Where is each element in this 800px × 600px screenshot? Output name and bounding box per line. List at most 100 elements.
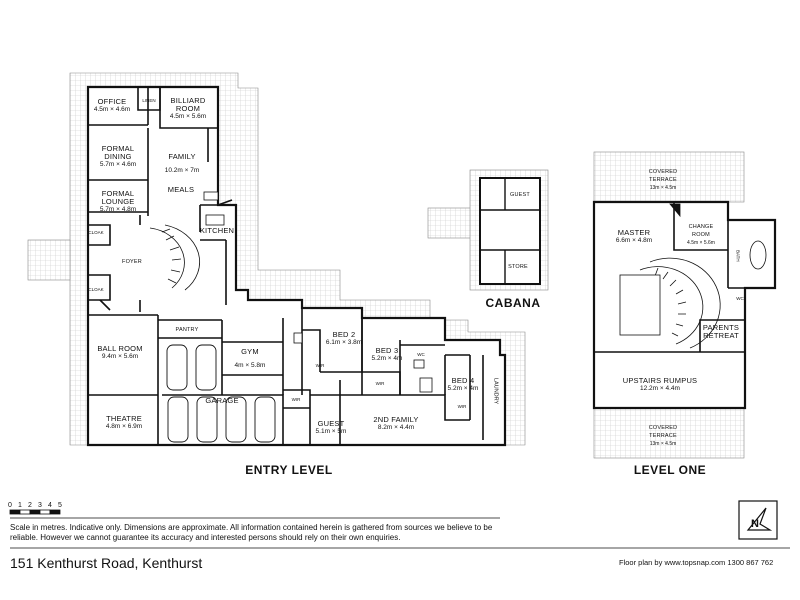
level-one-fixtures bbox=[669, 203, 767, 270]
level-one-staircase bbox=[619, 257, 721, 349]
room-cloak-top: CLOAK bbox=[88, 230, 103, 235]
footer-rules bbox=[10, 517, 790, 549]
room-name: COVERED bbox=[648, 425, 678, 431]
room-covered-terrace-bottom: COVERED TERRACE 13m × 4.5m bbox=[649, 424, 678, 448]
room-wir-2: WIR bbox=[376, 381, 385, 386]
room-2nd-family: 2ND FAMILY 8.2m × 4.4m bbox=[373, 416, 418, 432]
room-parents-retreat: PARENTS RETREAT bbox=[703, 324, 739, 340]
room-bed-2: BED 2 6.1m × 3.8m bbox=[326, 331, 362, 347]
room-wc-entry: WC bbox=[417, 352, 425, 357]
entry-level-walls bbox=[86, 85, 507, 447]
room-dimensions: 4.5m × 4.6m bbox=[93, 106, 131, 113]
room-name: 2ND FAMILY bbox=[373, 415, 419, 424]
room-name: WIR bbox=[315, 363, 325, 368]
room-cabana-store: STORE bbox=[508, 263, 528, 271]
room-master: MASTER 6.6m × 4.8m bbox=[616, 229, 652, 245]
room-name: PANTRY bbox=[175, 327, 199, 333]
scale-tick: 5 bbox=[58, 502, 62, 509]
room-name: UPSTAIRS RUMPUS bbox=[622, 376, 698, 385]
scale-tick: 1 bbox=[18, 502, 22, 509]
room-name: CLOAK bbox=[88, 230, 104, 235]
room-name-line2: LOUNGE bbox=[101, 197, 135, 206]
room-name: MASTER bbox=[617, 228, 651, 237]
room-name: GARAGE bbox=[205, 396, 239, 405]
room-ball-room: BALL ROOM 9.4m × 5.6m bbox=[97, 345, 142, 361]
room-dimensions: 13m × 4.5m bbox=[649, 441, 677, 447]
room-name: BED 4 bbox=[451, 376, 475, 385]
scale-tick: 0 bbox=[8, 502, 12, 509]
room-dimensions: 6.1m × 3.8m bbox=[325, 339, 363, 346]
room-name-line2: RETREAT bbox=[703, 331, 739, 340]
room-kitchen: KITCHEN bbox=[200, 227, 234, 235]
disclaimer-text: Scale in metres. Indicative only. Dimens… bbox=[10, 523, 493, 542]
room-dimensions: 4.8m × 6.9m bbox=[105, 423, 143, 430]
room-dimensions: 12.2m × 4.4m bbox=[640, 385, 680, 392]
room-name: WC bbox=[417, 352, 425, 357]
room-wir-1: WIR bbox=[316, 363, 325, 368]
room-name: WIR bbox=[375, 381, 385, 386]
room-name: GYM bbox=[241, 347, 259, 356]
room-name: STORE bbox=[508, 264, 528, 270]
entry-level-interior-walls bbox=[88, 87, 484, 445]
level-one-terraces bbox=[593, 151, 745, 459]
cabana-walls bbox=[479, 177, 541, 285]
room-guest: GUEST 5.1m × 5m bbox=[316, 420, 347, 436]
floor-plan-credit: Floor plan by www.topsnap.com 1300 867 7… bbox=[619, 558, 774, 567]
room-name: PARENTS bbox=[702, 323, 740, 332]
scale-tick: 2 bbox=[28, 502, 32, 509]
room-dimensions: 5.1m × 5m bbox=[315, 428, 347, 435]
room-theatre: THEATRE 4.8m × 6.9m bbox=[106, 415, 142, 431]
room-covered-terrace-top: COVERED TERRACE 13m × 4.5m bbox=[649, 168, 678, 192]
room-name-line2: DINING bbox=[104, 152, 132, 161]
room-name: BATH bbox=[735, 250, 741, 262]
room-name-line2: ROOM bbox=[692, 232, 710, 238]
room-gym: GYM 4m × 5.8m bbox=[235, 348, 266, 370]
room-name: THEATRE bbox=[106, 414, 142, 423]
room-name: BED 3 bbox=[375, 346, 399, 355]
room-name: OFFICE bbox=[97, 97, 127, 106]
room-dimensions: 8.2m × 4.4m bbox=[377, 424, 415, 431]
property-address: 151 Kenthurst Road, Kenthurst bbox=[10, 555, 203, 571]
room-formal-dining: FORMAL DINING 5.7m × 4.6m bbox=[100, 145, 136, 169]
level-one-interior bbox=[594, 202, 745, 353]
room-wir-4: WIR bbox=[458, 404, 467, 409]
compass-letter: N bbox=[751, 518, 759, 530]
room-name-line2: ROOM bbox=[175, 104, 201, 113]
room-linen: LINEN bbox=[142, 98, 155, 103]
room-formal-lounge: FORMAL LOUNGE 5.7m × 4.8m bbox=[100, 190, 136, 214]
section-title-cabana: CABANA bbox=[485, 296, 541, 310]
section-title-entry-level: ENTRY LEVEL bbox=[245, 463, 333, 477]
level-one-walls bbox=[592, 200, 777, 410]
room-name: BED 2 bbox=[332, 330, 356, 339]
room-name: FAMILY bbox=[168, 152, 196, 161]
room-laundry: LAUNDRY bbox=[493, 378, 499, 404]
room-name: BILLIARD bbox=[170, 96, 206, 105]
kitchen-fixtures bbox=[203, 191, 433, 393]
room-name: BALL ROOM bbox=[97, 344, 143, 353]
room-office: OFFICE 4.5m × 4.6m bbox=[94, 98, 130, 114]
section-title-level-one: LEVEL ONE bbox=[633, 463, 707, 477]
room-pantry: PANTRY bbox=[175, 326, 198, 334]
room-name: FORMAL bbox=[101, 189, 135, 198]
room-upstairs-rumpus: UPSTAIRS RUMPUS 12.2m × 4.4m bbox=[623, 377, 698, 393]
room-cabana-guest: GUEST bbox=[510, 191, 530, 199]
room-name-line2: TERRACE bbox=[649, 433, 677, 439]
room-name: CHANGE bbox=[688, 224, 714, 230]
room-name: KITCHEN bbox=[199, 226, 235, 235]
room-garage: GARAGE bbox=[205, 397, 238, 405]
room-dimensions: 4m × 5.8m bbox=[234, 362, 266, 369]
room-dimensions: 9.4m × 5.6m bbox=[101, 353, 139, 360]
room-name-line2: TERRACE bbox=[649, 177, 677, 183]
north-compass-icon: N bbox=[738, 500, 778, 540]
room-name: CLOAK bbox=[88, 287, 104, 292]
room-billiard: BILLIARD ROOM 4.5m × 5.6m bbox=[170, 97, 206, 121]
scale-bar bbox=[9, 509, 61, 515]
room-name: FORMAL bbox=[101, 144, 135, 153]
room-name: WIR bbox=[291, 397, 301, 402]
room-name: FOYER bbox=[122, 259, 142, 265]
room-name: COVERED bbox=[648, 169, 678, 175]
room-dimensions: 5.2m × 4m bbox=[371, 355, 403, 362]
room-name: GUEST bbox=[510, 192, 530, 198]
room-dimensions: 10.2m × 7m bbox=[164, 167, 200, 174]
